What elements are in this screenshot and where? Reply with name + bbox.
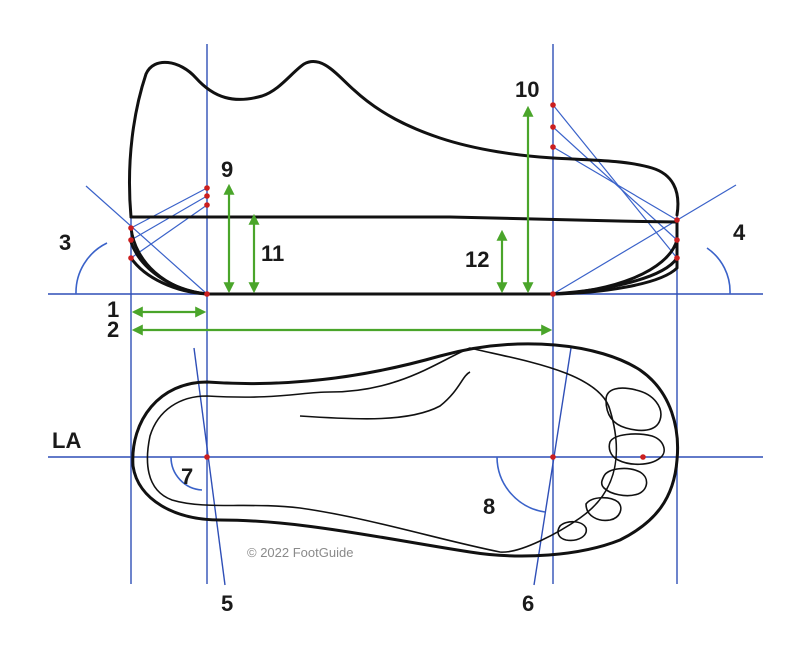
label-8: 8 bbox=[483, 494, 495, 519]
shoe-upper-outline bbox=[128, 60, 680, 219]
point-heel-contact bbox=[204, 291, 210, 297]
heel-fan-ray-1 bbox=[130, 187, 208, 229]
heel-fan-ray-3 bbox=[130, 204, 208, 259]
midsole-top-line bbox=[129, 215, 679, 224]
point-heel-top-2 bbox=[204, 193, 210, 199]
angle-arc-4 bbox=[706, 247, 731, 295]
forefoot-axis-line-6 bbox=[533, 347, 572, 586]
label-7: 7 bbox=[181, 464, 193, 489]
point-toe-top-2 bbox=[550, 124, 556, 130]
point-heel-edge-1 bbox=[128, 225, 134, 231]
number-labels: 1 2 3 4 5 6 7 8 9 10 11 12 LA bbox=[52, 77, 746, 616]
heel-rocker-curve-3 bbox=[129, 256, 209, 296]
insole-outline bbox=[146, 347, 618, 553]
toe-4 bbox=[585, 496, 622, 522]
toe-rocker-curve-3 bbox=[551, 256, 679, 296]
point-toe-edge-1 bbox=[674, 217, 680, 223]
toe-2 bbox=[608, 433, 665, 466]
label-9: 9 bbox=[221, 157, 233, 182]
label-12: 12 bbox=[465, 247, 489, 272]
point-toe-edge-3 bbox=[674, 255, 680, 261]
toe-spring-ray bbox=[552, 184, 737, 295]
point-heel-top-1 bbox=[204, 185, 210, 191]
copyright-text: © 2022 FootGuide bbox=[247, 545, 353, 560]
label-2: 2 bbox=[107, 317, 119, 342]
label-11: 11 bbox=[261, 241, 284, 266]
shoe-side-view bbox=[128, 60, 680, 296]
outsole-bottom-line bbox=[129, 220, 679, 296]
point-heel-edge-3 bbox=[128, 255, 134, 261]
measurement-points bbox=[128, 102, 680, 460]
toe-fan-ray-1 bbox=[552, 104, 678, 259]
point-toe-top-1 bbox=[550, 102, 556, 108]
label-la: LA bbox=[52, 428, 81, 453]
dimension-arrows bbox=[131, 105, 553, 336]
point-heel-edge-2 bbox=[128, 237, 134, 243]
label-6: 6 bbox=[522, 591, 534, 616]
toe-1 bbox=[605, 387, 662, 432]
angle-rays bbox=[85, 104, 737, 295]
heel-axis-line-5 bbox=[193, 347, 226, 586]
point-toe-edge-2 bbox=[674, 237, 680, 243]
label-4: 4 bbox=[733, 220, 746, 245]
point-heel-top-3 bbox=[204, 202, 210, 208]
outsole-outline bbox=[131, 342, 680, 558]
toe-3 bbox=[600, 467, 648, 497]
angle-arc-8 bbox=[496, 456, 546, 513]
label-3: 3 bbox=[59, 230, 71, 255]
label-5: 5 bbox=[221, 591, 233, 616]
point-heel-center bbox=[204, 454, 210, 460]
angle-arc-7 bbox=[170, 456, 203, 491]
shoe-top-view bbox=[131, 342, 680, 558]
point-toe-top-3 bbox=[550, 144, 556, 150]
label-10: 10 bbox=[515, 77, 539, 102]
point-ball-center bbox=[550, 454, 556, 460]
toe-outlines bbox=[557, 387, 665, 542]
angle-arc-3 bbox=[75, 242, 108, 295]
heel-rocker-ray bbox=[85, 185, 208, 295]
point-ball-contact bbox=[550, 291, 556, 297]
toe-5 bbox=[557, 520, 588, 542]
arch-contour bbox=[299, 371, 471, 420]
label-1: 1 bbox=[107, 297, 119, 322]
angle-arcs bbox=[75, 242, 731, 513]
point-toe-center bbox=[640, 454, 646, 460]
